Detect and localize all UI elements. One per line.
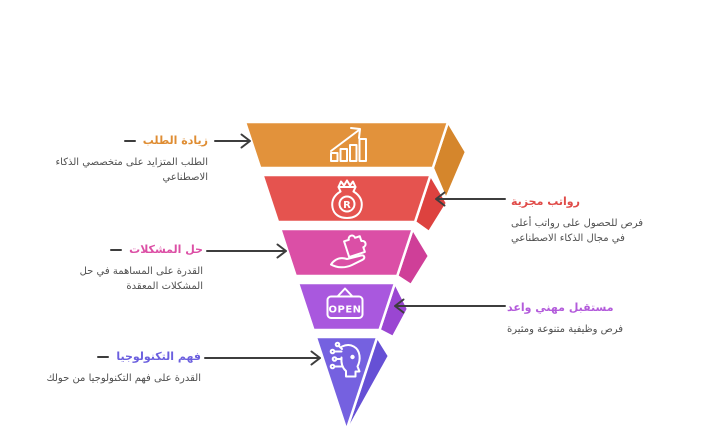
growth-chart-icon [330,127,367,162]
ai-head-icon [329,341,361,378]
label-problem-solving: حل المشكلات القدرة على المساهمة في حل ال… [43,242,203,294]
label-dash [123,139,136,142]
label-dash [97,355,110,358]
label-title-row: مستقبل مهني واعد [507,296,677,315]
label-description: الطلب المتزايد على متخصصي الذكاء الاصطنا… [55,157,208,183]
money-bag-letter: R [343,200,351,211]
funnel-front-face [314,335,379,432]
label-career: مستقبل مهني واعد فرص وظيفية متنوعة ومثير… [507,296,677,338]
funnel-layer-problem-solving [279,227,431,287]
funnel-layer-career: OPEN [296,281,410,339]
arrow-technology [204,350,321,366]
funnel-front-face [279,227,414,278]
funnel-front-face [296,281,397,332]
funnel-layer-technology [314,335,391,432]
arrow-problem-solving [206,243,287,259]
funnel-front-face [261,173,432,224]
label-title-row: رواتب مجزية [511,190,656,209]
label-title-row: فهم التكنولوجيا [21,349,201,364]
label-title: مستقبل مهني واعد [507,301,614,314]
funnel-front-face [243,120,450,170]
label-dash [110,248,123,251]
hand-puzzle-icon [330,234,367,269]
label-title: زيادة الطلب [142,134,208,147]
label-demand: زيادة الطلب الطلب المتزايد على متخصصي ال… [48,133,208,185]
connector-lines [204,133,506,366]
arrow-demand [214,133,251,149]
money-bag-icon: R [331,179,363,219]
label-description: القدرة على المساهمة في حل المشكلات المعق… [79,266,203,292]
label-technology: فهم التكنولوجيا القدرة على فهم التكنولوج… [21,349,201,387]
funnel-layer-demand [243,120,468,201]
arrow-career [394,298,506,314]
funnel-layer-salaries: R [261,173,449,234]
label-title: حل المشكلات [129,243,203,256]
open-sign-icon: OPEN [326,287,364,319]
label-title-row: زيادة الطلب [48,133,208,148]
label-title: رواتب مجزية [511,195,580,208]
arrow-salaries [435,191,506,207]
label-title: فهم التكنولوجيا [116,350,201,363]
label-title-row: حل المشكلات [43,242,203,257]
label-description: فرص للحصول على رواتب أعلى في مجال الذكاء… [511,218,644,244]
open-sign-text: OPEN [328,305,361,316]
label-salaries: رواتب مجزية فرص للحصول على رواتب أعلى في… [511,190,656,246]
label-description: القدرة على فهم التكنولوجيا من حولك [46,373,201,384]
label-description: فرص وظيفية متنوعة ومثيرة [507,324,624,335]
